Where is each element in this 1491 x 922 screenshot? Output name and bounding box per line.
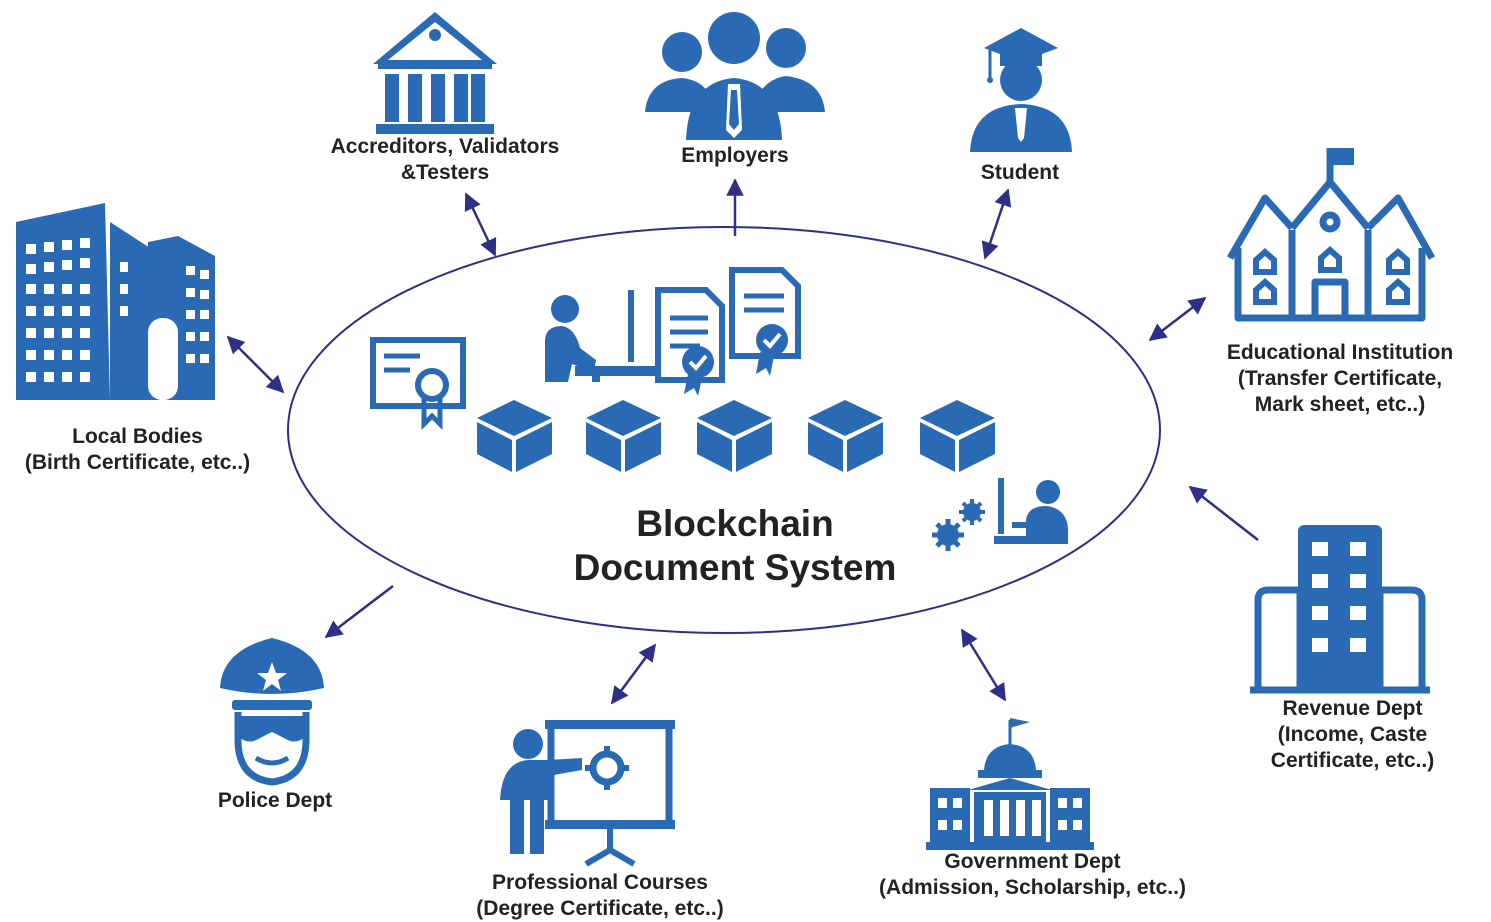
label-government-line1: Government Dept bbox=[944, 850, 1121, 873]
label-local-bodies: Local Bodies (Birth Certificate, etc..) bbox=[0, 424, 275, 476]
label-student: Student bbox=[950, 160, 1090, 186]
connector-arrows bbox=[226, 178, 1259, 705]
bank-building-icon bbox=[373, 12, 497, 134]
center-title: Blockchain Document System bbox=[520, 502, 950, 590]
label-revenue-line3: Certificate, etc..) bbox=[1270, 749, 1435, 772]
school-building-icon bbox=[1226, 148, 1436, 322]
arrow-government bbox=[960, 628, 1007, 702]
police-officer-icon bbox=[220, 638, 324, 786]
document-with-seal-icon-2 bbox=[729, 267, 801, 376]
label-government-line2: (Admission, Scholarship, etc..) bbox=[879, 876, 1186, 899]
label-police: Police Dept bbox=[190, 788, 360, 814]
label-police-line1: Police Dept bbox=[217, 789, 333, 812]
label-employers: Employers bbox=[650, 143, 820, 169]
arrow-police bbox=[324, 585, 394, 639]
school-windows bbox=[1253, 245, 1410, 305]
center-title-line1: Blockchain bbox=[636, 503, 834, 544]
label-revenue-line2: (Income, Caste bbox=[1277, 723, 1428, 746]
document-with-seal-icon bbox=[655, 287, 725, 396]
center-title-line2: Document System bbox=[573, 547, 897, 588]
label-professional-line2: (Degree Certificate, etc..) bbox=[476, 897, 724, 920]
office-towers-icon bbox=[16, 203, 215, 400]
label-educational: Educational Institution (Transfer Certif… bbox=[1195, 340, 1485, 418]
block-cube-icon-5 bbox=[920, 400, 995, 472]
arrow-revenue bbox=[1188, 485, 1259, 541]
label-professional: Professional Courses (Degree Certificate… bbox=[445, 870, 755, 922]
label-educational-line1: Educational Institution bbox=[1226, 341, 1454, 364]
label-local-bodies-line2: (Birth Certificate, etc..) bbox=[24, 451, 251, 474]
block-cube-icon-3 bbox=[697, 400, 772, 472]
blockchain-ellipse bbox=[287, 226, 1161, 634]
label-professional-line1: Professional Courses bbox=[492, 871, 708, 894]
block-cube-icon-2 bbox=[586, 400, 661, 472]
block-cube-icon-4 bbox=[808, 400, 883, 472]
certificate-icon bbox=[370, 337, 466, 431]
presenter-board-icon bbox=[500, 720, 675, 867]
label-revenue: Revenue Dept (Income, Caste Certificate,… bbox=[1240, 696, 1465, 774]
block-cube-icon-1 bbox=[477, 400, 552, 472]
label-local-bodies-line1: Local Bodies bbox=[72, 425, 203, 448]
label-student-line1: Student bbox=[980, 161, 1060, 184]
arrow-student bbox=[981, 188, 1012, 260]
arrow-professional bbox=[610, 643, 657, 705]
employers-group-icon bbox=[645, 12, 825, 140]
label-educational-line3: Mark sheet, etc..) bbox=[1254, 393, 1426, 416]
arrow-local-bodies bbox=[226, 335, 285, 394]
label-educational-line2: (Transfer Certificate, bbox=[1237, 367, 1443, 390]
arrow-accreditors bbox=[464, 192, 497, 257]
label-accreditors-line2: &Testers bbox=[400, 161, 490, 184]
gears-admin-icon bbox=[932, 478, 1068, 551]
person-at-computer-icon bbox=[545, 290, 655, 382]
label-accreditors: Accreditors, Validators &Testers bbox=[300, 134, 590, 186]
label-revenue-line1: Revenue Dept bbox=[1282, 697, 1423, 720]
government-capitol-icon bbox=[926, 718, 1094, 850]
label-accreditors-line1: Accreditors, Validators bbox=[330, 135, 560, 158]
revenue-building-icon bbox=[1250, 525, 1430, 694]
arrow-educational bbox=[1148, 296, 1207, 342]
label-employers-line1: Employers bbox=[681, 144, 789, 167]
student-graduate-icon bbox=[970, 28, 1072, 152]
label-government: Government Dept (Admission, Scholarship,… bbox=[850, 849, 1215, 901]
